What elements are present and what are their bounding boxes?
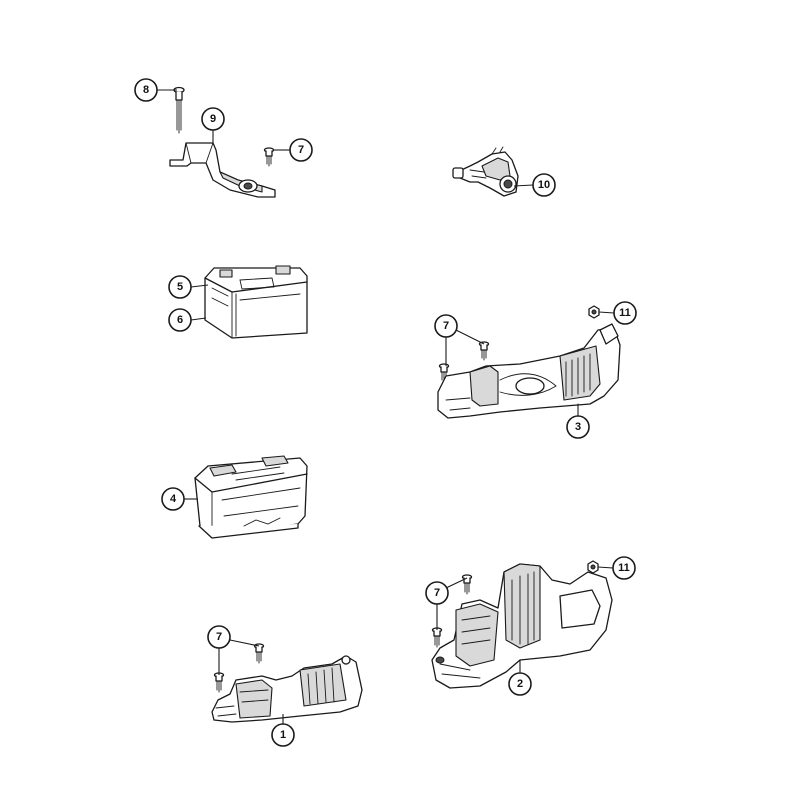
callout-4-label: 4 (170, 493, 177, 505)
part-7-bolt-top (263, 147, 275, 167)
callout-3-label: 3 (575, 421, 581, 433)
callout-7-bottom: 7 (207, 625, 231, 649)
callout-4: 4 (161, 487, 185, 511)
part-5-6-battery-small (204, 265, 308, 339)
callout-5-label: 5 (177, 281, 183, 293)
callout-3: 3 (566, 415, 590, 439)
part-11-nut-lower (587, 560, 599, 574)
callout-10: 10 (532, 173, 556, 197)
callout-6-label: 6 (177, 314, 183, 326)
callout-1: 1 (271, 723, 295, 747)
callout-7-middle-label: 7 (443, 320, 449, 332)
callout-9-label: 9 (210, 113, 216, 125)
callout-8-label: 8 (143, 84, 149, 96)
callout-9: 9 (201, 107, 225, 131)
part-3-battery-tray (437, 323, 621, 419)
part-4-battery-large (194, 455, 308, 539)
part-8-bolt (173, 86, 185, 134)
callout-11-lower: 11 (612, 556, 636, 580)
part-10-sensor (452, 146, 519, 197)
callout-2: 2 (508, 672, 532, 696)
callout-2-label: 2 (517, 678, 523, 690)
callout-7-middle: 7 (434, 314, 458, 338)
callout-11-middle-label: 11 (619, 307, 631, 319)
part-2-battery-tray-large (431, 563, 613, 689)
callout-8: 8 (134, 78, 158, 102)
callout-6: 6 (168, 308, 192, 332)
callout-11-middle: 11 (613, 301, 637, 325)
callout-7-lower-label: 7 (434, 587, 440, 599)
leader-lines (157, 89, 615, 724)
callout-7-bottom-label: 7 (216, 631, 222, 643)
part-9-hold-down-bracket (169, 142, 276, 198)
callout-7-lower: 7 (425, 581, 449, 605)
callout-7-top-label: 7 (298, 144, 304, 156)
callout-5: 5 (168, 275, 192, 299)
callout-11-lower-label: 11 (618, 562, 630, 574)
part-11-nut-middle (588, 305, 600, 319)
part-1-battery-tray-small (211, 655, 363, 727)
callout-10-label: 10 (538, 179, 550, 191)
callout-1-label: 1 (280, 729, 286, 741)
callout-7-top: 7 (289, 138, 313, 162)
